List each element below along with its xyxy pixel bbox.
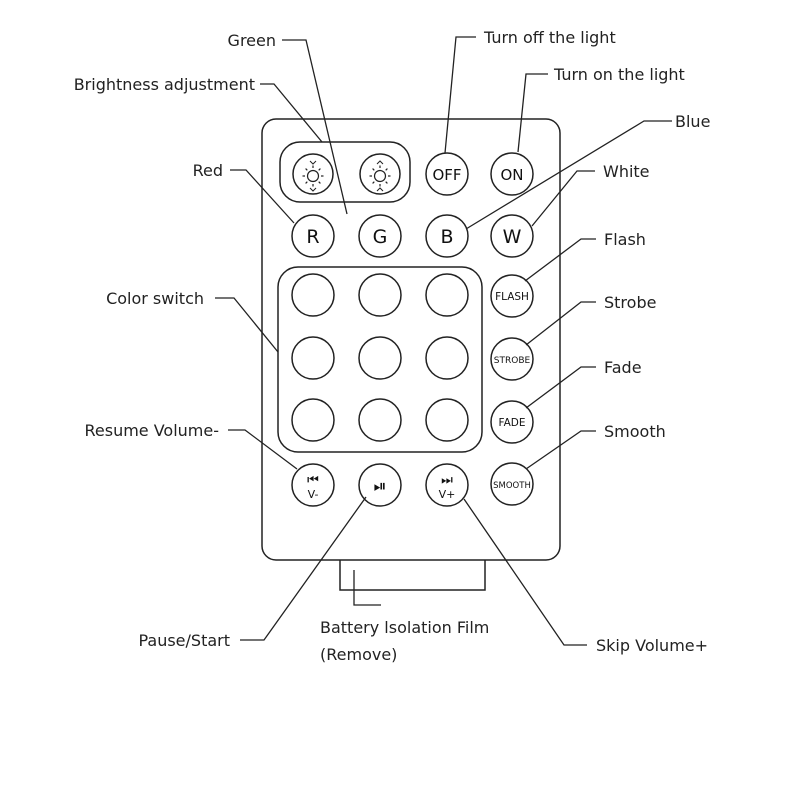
on-button[interactable]: ON xyxy=(490,152,534,196)
red-button[interactable]: R xyxy=(291,214,335,258)
label-smooth: Smooth xyxy=(604,422,666,441)
leader-turn-off xyxy=(444,36,476,154)
strobe-button-label: STROBE xyxy=(494,356,531,366)
label-battery-line1: Battery lsolation Film xyxy=(320,618,489,637)
label-white: White xyxy=(603,162,650,181)
green-button[interactable]: G xyxy=(358,214,402,258)
leader-turn-on xyxy=(517,73,548,153)
brightness-up-button[interactable] xyxy=(359,153,401,195)
strobe-button[interactable]: STROBE xyxy=(490,337,534,381)
on-button-label: ON xyxy=(500,166,523,184)
leader-green xyxy=(282,39,348,215)
label-green: Green xyxy=(228,31,276,50)
sun-up-icon xyxy=(369,160,391,192)
leader-fade xyxy=(525,366,596,409)
label-color-switch: Color switch xyxy=(106,289,204,308)
leader-blue xyxy=(465,120,672,230)
pause-start-button[interactable]: ⏯ xyxy=(358,463,402,507)
color-button[interactable] xyxy=(425,398,469,442)
leader-lines xyxy=(215,36,672,646)
flash-button-label: FLASH xyxy=(495,291,529,303)
label-blue: Blue xyxy=(675,112,710,131)
color-button[interactable] xyxy=(425,336,469,380)
white-button-label: W xyxy=(503,226,522,248)
green-button-label: G xyxy=(373,226,388,248)
next-volume-up-button[interactable]: ⏭ V+ xyxy=(425,463,469,507)
label-battery-line2: (Remove) xyxy=(320,645,397,664)
battery-film-tab xyxy=(339,557,486,591)
leader-skip-volume xyxy=(463,498,587,646)
flash-button[interactable]: FLASH xyxy=(490,274,534,318)
red-button-label: R xyxy=(306,226,319,248)
fade-button-label: FADE xyxy=(499,417,526,429)
smooth-button-label: SMOOTH xyxy=(493,481,531,491)
callout-labels: Green Turn off the light Brightness adju… xyxy=(74,28,711,664)
color-button[interactable] xyxy=(291,336,335,380)
label-skip-volume: Skip Volume+ xyxy=(596,636,708,655)
blue-button[interactable]: B xyxy=(425,214,469,258)
sun-down-icon xyxy=(302,160,324,192)
leader-smooth xyxy=(525,430,596,470)
leader-battery xyxy=(353,570,381,606)
previous-icon: ⏮ xyxy=(307,473,319,488)
color-button[interactable] xyxy=(358,398,402,442)
label-fade: Fade xyxy=(604,358,642,377)
label-turn-off: Turn off the light xyxy=(483,28,616,47)
label-resume-volume: Resume Volume- xyxy=(84,421,219,440)
leader-pause-start xyxy=(240,496,367,641)
color-button[interactable] xyxy=(291,398,335,442)
label-pause-start: Pause/Start xyxy=(138,631,230,650)
play-pause-icon: ⏯ xyxy=(374,476,387,495)
leader-flash xyxy=(524,238,596,282)
leader-red xyxy=(230,169,295,224)
label-brightness: Brightness adjustment xyxy=(74,75,255,94)
color-button[interactable] xyxy=(358,336,402,380)
previous-volume-down-button[interactable]: ⏮ V- xyxy=(291,463,335,507)
blue-button-label: B xyxy=(440,226,453,248)
white-button[interactable]: W xyxy=(490,214,534,258)
brightness-down-button[interactable] xyxy=(292,153,334,195)
leader-resume-volume xyxy=(228,429,298,470)
label-flash: Flash xyxy=(604,230,646,249)
volume-down-label: V- xyxy=(308,488,319,501)
next-icon: ⏭ xyxy=(441,473,453,488)
smooth-button[interactable]: SMOOTH xyxy=(490,462,534,506)
label-turn-on: Turn on the light xyxy=(553,65,685,84)
leader-color-switch xyxy=(215,297,279,353)
label-red: Red xyxy=(193,161,223,180)
off-button[interactable]: OFF xyxy=(425,152,469,196)
volume-up-label: V+ xyxy=(439,488,456,501)
color-button[interactable] xyxy=(425,273,469,317)
color-button[interactable] xyxy=(291,273,335,317)
leader-strobe xyxy=(525,301,596,346)
color-button-grid xyxy=(291,273,469,442)
color-button[interactable] xyxy=(358,273,402,317)
fade-button[interactable]: FADE xyxy=(490,400,534,444)
leader-brightness xyxy=(260,83,323,143)
leader-white xyxy=(531,170,595,227)
label-strobe: Strobe xyxy=(604,293,656,312)
off-button-label: OFF xyxy=(432,166,461,184)
